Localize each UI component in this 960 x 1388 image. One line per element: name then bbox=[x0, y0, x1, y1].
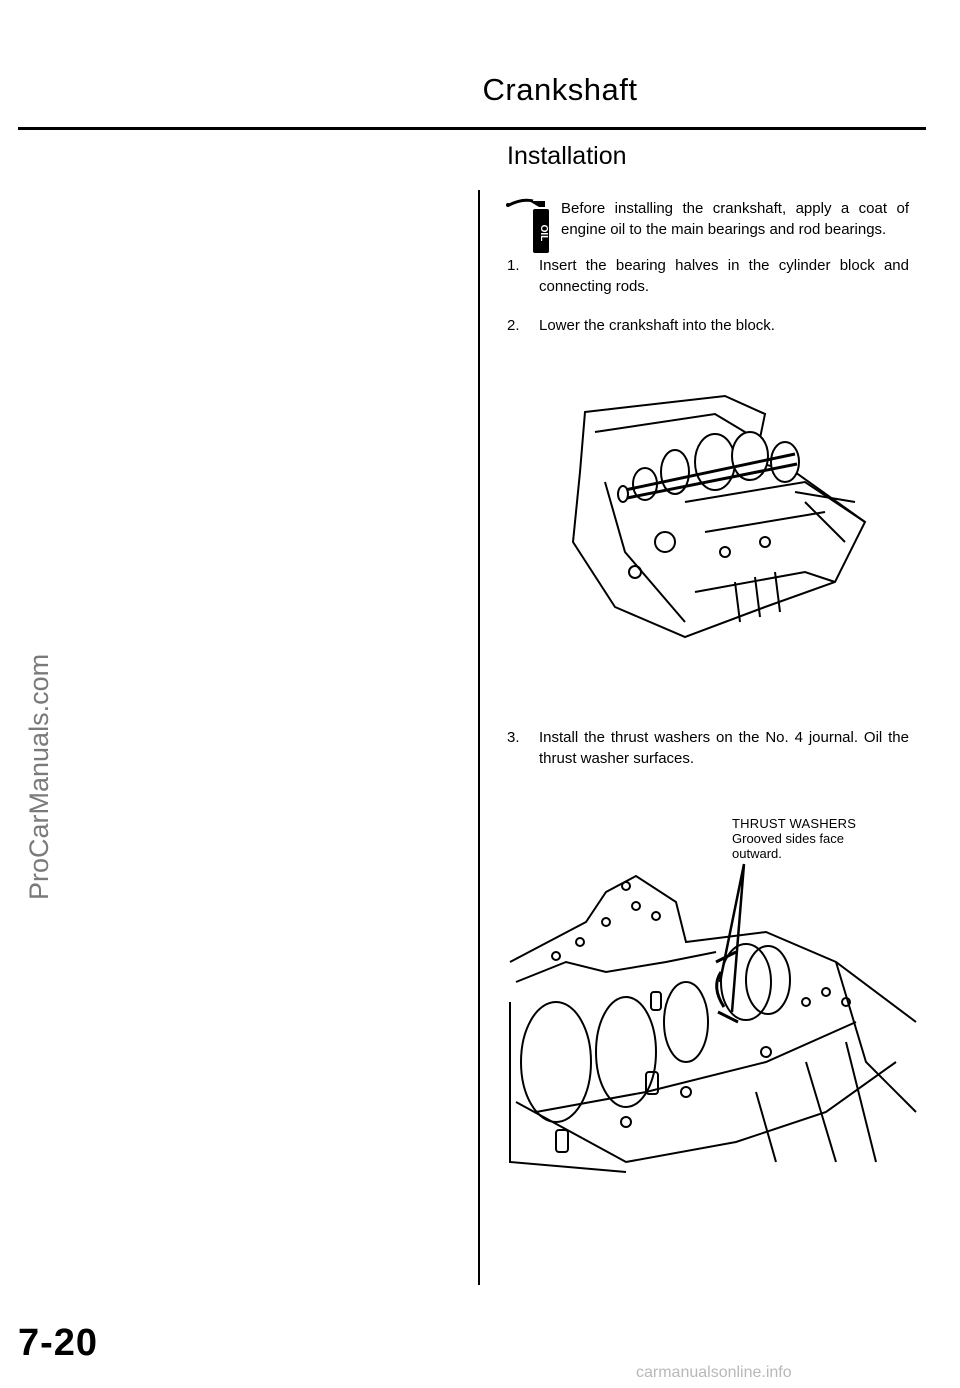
page-title: Crankshaft bbox=[482, 72, 638, 107]
callout-title: THRUST WASHERS bbox=[732, 816, 857, 831]
oil-can-icon: OIL bbox=[505, 193, 555, 255]
step-number: 3. bbox=[507, 729, 520, 746]
title-rule bbox=[18, 127, 926, 130]
step-number: 1. bbox=[507, 257, 520, 274]
thrust-washer-block-illustration bbox=[506, 862, 920, 1180]
step-3: 3. Install the thrust washers on the No.… bbox=[507, 727, 909, 769]
footer-site: carmanualsonline.info bbox=[636, 1364, 792, 1381]
step-number: 2. bbox=[507, 317, 520, 334]
oil-icon-label: OIL bbox=[538, 225, 549, 242]
step-text: Lower the crankshaft into the block. bbox=[539, 317, 775, 334]
callout-line: Grooved sides face bbox=[732, 831, 845, 846]
step-1: 1. Insert the bearing halves in the cyli… bbox=[507, 255, 909, 297]
step-text: Insert the bearing halves in the cylinde… bbox=[539, 257, 909, 295]
oil-note-text: Before installing the crankshaft, apply … bbox=[561, 200, 909, 238]
callout-line: outward. bbox=[732, 846, 782, 861]
engine-block-crankshaft-illustration bbox=[565, 392, 875, 642]
watermark: ProCarManuals.com bbox=[24, 653, 54, 900]
page-number: 7-20 bbox=[18, 1322, 99, 1364]
section-heading: Installation bbox=[507, 142, 627, 170]
thrust-washers-callout: THRUST WASHERS Grooved sides face outwar… bbox=[732, 816, 856, 861]
column-divider bbox=[478, 190, 480, 1285]
step-text: Install the thrust washers on the No. 4 … bbox=[539, 729, 909, 767]
step-2: 2. Lower the crankshaft into the block. bbox=[507, 315, 909, 336]
